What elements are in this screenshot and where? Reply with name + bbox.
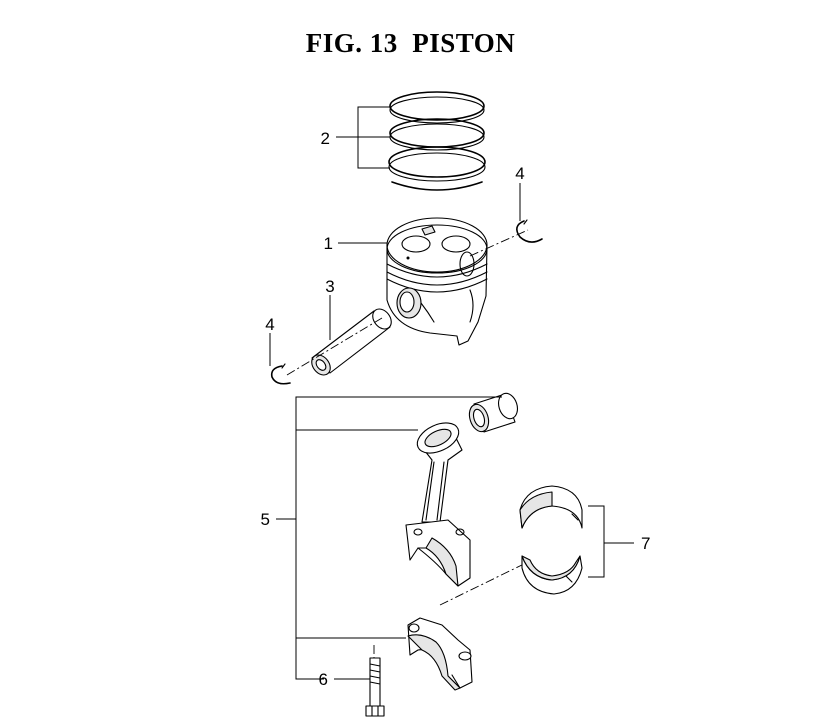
- figure-title: FIG. 13 PISTON: [305, 28, 516, 58]
- callout-3: 3: [325, 277, 334, 296]
- callout-2: 2: [321, 129, 330, 148]
- callout-5: 5: [261, 510, 270, 529]
- rod-cap: [407, 617, 473, 691]
- leader-lines: [269, 106, 634, 680]
- callout-1: 1: [324, 234, 333, 253]
- crank-bearing-lower: [521, 555, 583, 595]
- piston-rings: [388, 91, 486, 191]
- rod-bolt: [365, 645, 385, 717]
- piston-pin: [311, 308, 392, 376]
- piston: [386, 217, 488, 346]
- callout-4-upper: 4: [515, 164, 524, 183]
- connecting-rod: [405, 422, 471, 587]
- callout-6: 6: [319, 670, 328, 689]
- snap-ring-upper: [516, 219, 543, 243]
- small-end-bushing: [468, 392, 519, 433]
- crank-bearing-upper: [519, 485, 583, 529]
- snap-ring-lower: [270, 363, 291, 385]
- callout-7: 7: [641, 534, 650, 553]
- callout-4-lower: 4: [265, 315, 274, 334]
